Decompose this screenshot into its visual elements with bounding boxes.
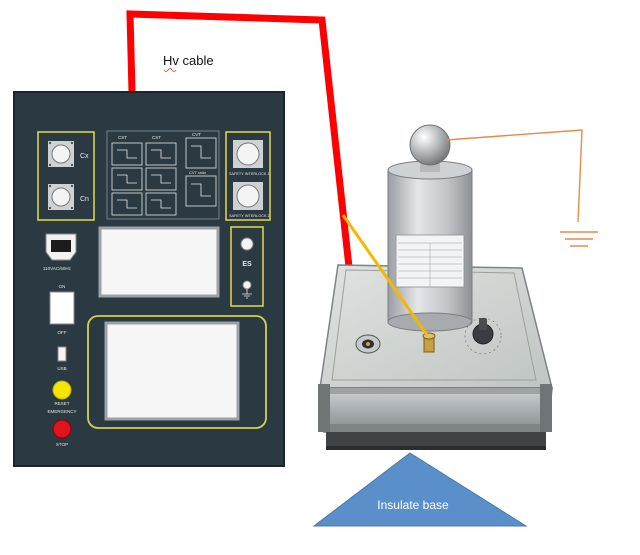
hv-ball-electrode [409, 124, 451, 166]
group2-label: CST [152, 135, 161, 140]
insulate-base-label: Insulate base [377, 498, 449, 512]
ground-icon [560, 231, 598, 247]
safety-interlock-1-terminal[interactable] [233, 140, 263, 168]
cn-label: Cn [80, 196, 89, 203]
safety-interlock-2-label: SAFETY INTERLOCK 2 [229, 214, 270, 218]
cvt-ratio-label: CVT ratio [189, 170, 207, 175]
power-input-label: 110VAC/60Hz [43, 266, 72, 271]
es-terminal[interactable] [240, 237, 254, 251]
ground-icon[interactable] [242, 280, 252, 299]
wiring-diagram-group [106, 130, 220, 220]
group3-label: CVT [192, 132, 201, 137]
control-panel: Cx Cn CST CST CVT CVT ratio [13, 91, 285, 467]
reset-button[interactable] [52, 380, 72, 400]
range-selector-knob[interactable] [464, 317, 502, 355]
group1-label: CST [118, 135, 127, 140]
usb-port[interactable] [57, 346, 67, 362]
usb-label: USB [57, 366, 66, 371]
safety-interlock-2-terminal[interactable] [233, 182, 263, 210]
es-label: ES [242, 261, 252, 268]
cx-terminal[interactable] [48, 141, 74, 167]
nameplate-label [395, 234, 465, 288]
insulate-base [312, 452, 528, 527]
cn-terminal[interactable] [48, 184, 74, 210]
es-ground-group [230, 226, 264, 307]
emergency-stop-button[interactable] [52, 419, 72, 439]
off-label: OFF [58, 330, 67, 335]
signal-wire [341, 214, 429, 336]
cx-cn-group [37, 131, 95, 221]
on-label: ON [59, 284, 66, 289]
hv-input-connector[interactable] [355, 334, 381, 354]
safety-interlock-group [225, 131, 271, 221]
power-socket-icon[interactable] [45, 233, 77, 261]
output-terminal[interactable] [422, 332, 436, 353]
safety-interlock-1-label: SAFETY INTERLOCK 1 [229, 172, 270, 176]
standard-capacitor-box [318, 124, 553, 450]
main-display [104, 321, 240, 421]
status-display [98, 226, 220, 298]
power-switch[interactable] [49, 291, 75, 325]
stop-label: STOP [56, 442, 68, 447]
hv-cable-label: Hv cable [163, 53, 214, 68]
main-display-frame [87, 315, 267, 429]
ground-wire [445, 129, 583, 223]
spell-underline [163, 68, 177, 72]
cx-label: Cx [80, 153, 89, 160]
emergency-label: EMERGENCY [47, 409, 76, 414]
reset-label: RESET [54, 401, 69, 406]
